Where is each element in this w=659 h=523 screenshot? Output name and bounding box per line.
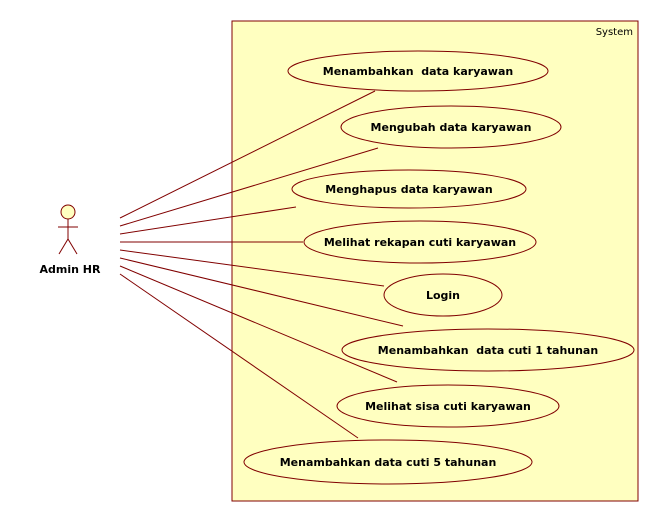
use-case-label: Menghapus data karyawan bbox=[325, 183, 492, 196]
association-line bbox=[119, 147, 379, 227]
associations bbox=[119, 90, 404, 439]
use-case-label: Mengubah data karyawan bbox=[371, 121, 532, 134]
use-case-ellipse bbox=[383, 273, 503, 317]
use-case-view-leave-recap[interactable]: Melihat rekapan cuti karyawan bbox=[303, 220, 537, 264]
use-case-add-annual-leave[interactable]: Menambahkan data cuti 1 tahunan bbox=[341, 328, 635, 372]
association-line bbox=[119, 249, 385, 287]
use-case-ellipse bbox=[287, 50, 549, 92]
use-case-label: Melihat sisa cuti karyawan bbox=[365, 400, 531, 413]
use-case-add-employee[interactable]: Menambahkan data karyawan bbox=[287, 50, 549, 92]
association-line bbox=[119, 257, 404, 327]
actor-left-leg bbox=[58, 238, 69, 255]
use-case-delete-employee[interactable]: Menghapus data karyawan bbox=[291, 169, 527, 209]
use-case-login[interactable]: Login bbox=[383, 273, 503, 317]
association-line bbox=[119, 90, 376, 219]
actor-label: Admin HR bbox=[40, 263, 101, 276]
use-case-ellipse bbox=[341, 328, 635, 372]
association-line bbox=[119, 273, 359, 439]
use-case-view-remaining-leave[interactable]: Melihat sisa cuti karyawan bbox=[336, 384, 560, 428]
use-case-ellipse bbox=[336, 384, 560, 428]
use-case-add-five-year-leave[interactable]: Menambahkan data cuti 5 tahunan bbox=[243, 439, 533, 485]
system-label: System bbox=[596, 27, 633, 38]
use-case-label: Menambahkan data cuti 1 tahunan bbox=[378, 344, 598, 357]
association-line bbox=[119, 265, 398, 383]
association-line bbox=[119, 206, 297, 235]
actor-head bbox=[60, 204, 76, 220]
use-case-ellipse bbox=[291, 169, 527, 209]
use-case-ellipse bbox=[340, 105, 562, 149]
use-case-label: Melihat rekapan cuti karyawan bbox=[324, 236, 516, 249]
actor-admin-hr[interactable]: Admin HR bbox=[40, 204, 101, 276]
use-case-ellipse bbox=[243, 439, 533, 485]
use-case-edit-employee[interactable]: Mengubah data karyawan bbox=[340, 105, 562, 149]
use-case-label: Menambahkan data cuti 5 tahunan bbox=[280, 456, 497, 469]
use-case-label: Login bbox=[426, 289, 460, 302]
actor-right-leg bbox=[67, 238, 78, 255]
use-case-ellipse bbox=[303, 220, 537, 264]
use-case-label: Menambahkan data karyawan bbox=[323, 65, 513, 78]
